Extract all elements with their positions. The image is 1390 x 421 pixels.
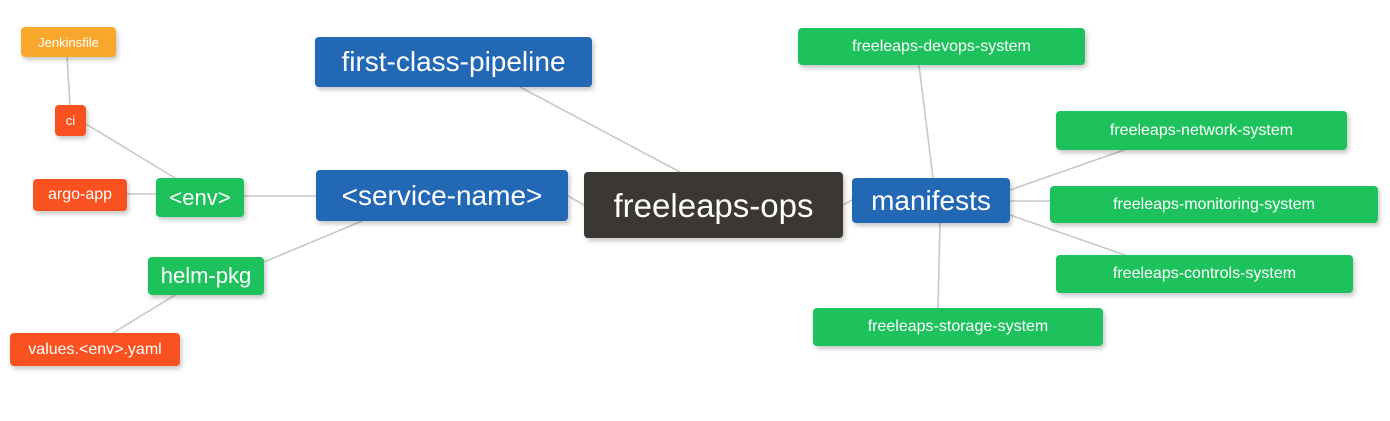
- node-first-class-pipeline[interactable]: first-class-pipeline: [315, 37, 592, 87]
- node-label-freeleaps-network-system: freeleaps-network-system: [1109, 121, 1294, 139]
- node-service-name[interactable]: <service-name>: [316, 170, 568, 221]
- node-label-argo-app: argo-app: [47, 186, 113, 203]
- edge-manifests-to-freeleaps-storage-system: [937, 222, 941, 309]
- node-env[interactable]: <env>: [156, 178, 244, 217]
- edge-service-name-to-helm-pkg: [263, 220, 363, 263]
- node-freeleaps-network-system[interactable]: freeleaps-network-system: [1056, 111, 1347, 150]
- node-label-env: <env>: [169, 184, 231, 210]
- node-label-freeleaps-monitoring-system: freeleaps-monitoring-system: [1113, 195, 1315, 213]
- edge-helm-pkg-to-values-env-yaml: [112, 294, 176, 334]
- edge-manifests-to-freeleaps-devops-system: [918, 64, 934, 179]
- node-label-helm-pkg: helm-pkg: [160, 263, 252, 288]
- node-freeleaps-storage-system[interactable]: freeleaps-storage-system: [813, 308, 1103, 346]
- node-label-jenkinsfile: Jenkinsfile: [38, 34, 99, 50]
- edge-ci-to-jenkinsfile: [66, 56, 71, 106]
- node-freeleaps-ops[interactable]: freeleaps-ops: [584, 172, 843, 238]
- node-label-service-name: <service-name>: [341, 179, 543, 211]
- node-label-freeleaps-devops-system: freeleaps-devops-system: [852, 37, 1031, 55]
- node-freeleaps-controls-system[interactable]: freeleaps-controls-system: [1056, 255, 1353, 293]
- node-label-ci: ci: [65, 113, 76, 128]
- edge-manifests-to-freeleaps-network-system: [1009, 149, 1125, 191]
- edge-freeleaps-ops-to-manifests: [842, 199, 853, 206]
- node-manifests[interactable]: manifests: [852, 178, 1010, 223]
- node-freeleaps-devops-system[interactable]: freeleaps-devops-system: [798, 28, 1085, 65]
- node-label-freeleaps-ops: freeleaps-ops: [613, 186, 814, 224]
- node-jenkinsfile[interactable]: Jenkinsfile: [21, 27, 116, 57]
- edge-env-to-ci: [85, 123, 176, 179]
- edge-freeleaps-ops-to-first-class-pipeline: [519, 86, 681, 173]
- node-ci[interactable]: ci: [55, 105, 86, 136]
- node-label-values-env-yaml: values.<env>.yaml: [28, 340, 162, 358]
- node-freeleaps-monitoring-system[interactable]: freeleaps-monitoring-system: [1050, 186, 1378, 223]
- node-argo-app[interactable]: argo-app: [33, 179, 127, 211]
- node-label-manifests: manifests: [871, 184, 991, 216]
- edge-freeleaps-ops-to-service-name: [567, 195, 585, 206]
- node-label-first-class-pipeline: first-class-pipeline: [341, 46, 566, 77]
- node-label-freeleaps-controls-system: freeleaps-controls-system: [1112, 265, 1297, 282]
- node-label-freeleaps-storage-system: freeleaps-storage-system: [867, 318, 1049, 335]
- node-values-env-yaml[interactable]: values.<env>.yaml: [10, 333, 180, 366]
- node-helm-pkg[interactable]: helm-pkg: [148, 257, 264, 295]
